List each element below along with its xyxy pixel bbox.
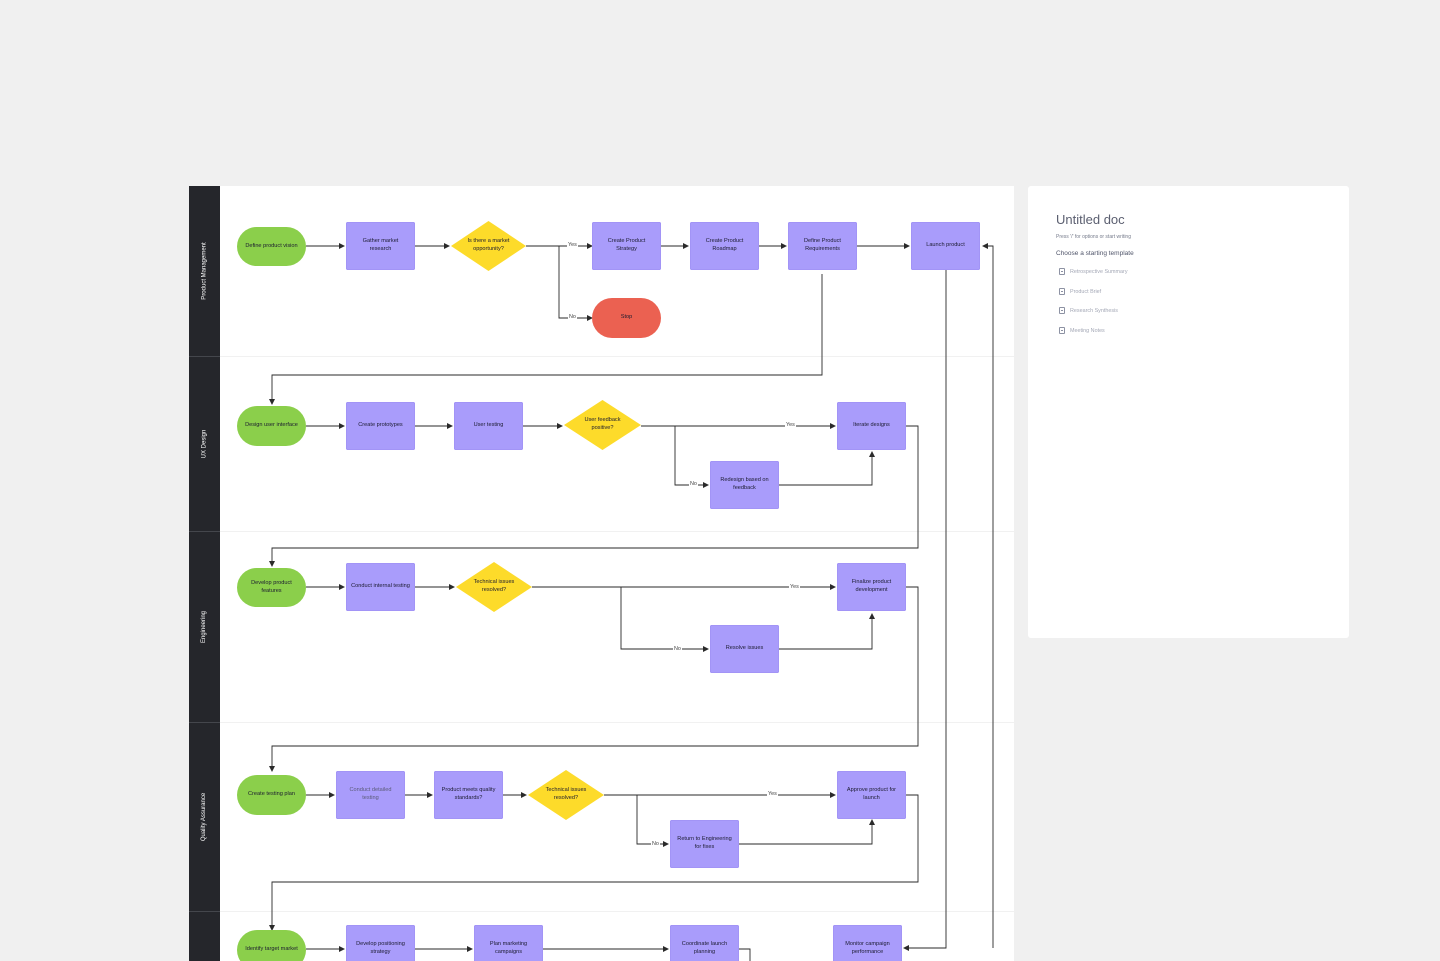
node-conduct-internal-testing[interactable]: Conduct internal testing [346,563,415,611]
document-icon [1059,268,1065,275]
template-label: Retrospective Summary [1070,268,1128,275]
node-product-meets-quality-standards[interactable]: Product meets quality standards? [434,771,503,819]
node-technical-issues-decision-engineering[interactable]: Technical issues resolved? [456,562,532,612]
edge-label-yes: Yes [567,242,578,249]
node-identify-target-market[interactable]: Identify target market [237,930,306,961]
node-market-opportunity-decision[interactable]: Is there a market opportunity? [451,221,526,271]
flowchart-canvas[interactable]: Product Management UX Design Engineering… [189,186,1014,961]
node-create-testing-plan[interactable]: Create testing plan [237,775,306,815]
edge-label-no: No [651,841,660,848]
node-define-product-vision[interactable]: Define product vision [237,227,306,266]
doc-hint: Press '/' for options or start writing [1056,234,1131,240]
document-icon [1059,288,1065,295]
lane-separator [220,722,1014,723]
doc-panel[interactable]: Untitled doc Press '/' for options or st… [1028,186,1349,638]
node-develop-product-features[interactable]: Develop product features [237,568,306,607]
edge-label-yes: Yes [767,791,778,798]
doc-title[interactable]: Untitled doc [1056,212,1125,227]
edge-label-yes: Yes [785,422,796,429]
lane-divider [189,722,220,723]
node-define-product-requirements[interactable]: Define Product Requirements [788,222,857,270]
template-research-synthesis[interactable]: Research Synthesis [1059,307,1118,314]
template-retrospective-summary[interactable]: Retrospective Summary [1059,268,1128,275]
node-user-testing[interactable]: User testing [454,402,523,450]
edge-label-no: No [689,481,698,488]
node-create-prototypes[interactable]: Create prototypes [346,402,415,450]
template-product-brief[interactable]: Product Brief [1059,288,1101,295]
node-redesign-based-on-feedback[interactable]: Redesign based on feedback [710,461,779,509]
document-icon [1059,307,1065,314]
node-create-product-strategy[interactable]: Create Product Strategy [592,222,661,270]
template-label: Meeting Notes [1070,327,1105,334]
node-monitor-campaign-performance[interactable]: Monitor campaign performance [833,925,902,961]
lane-divider [189,356,220,357]
edge-label-no: No [673,646,682,653]
node-develop-positioning-strategy[interactable]: Develop positioning strategy [346,925,415,961]
node-resolve-issues[interactable]: Resolve issues [710,625,779,673]
lane-separator [220,531,1014,532]
node-conduct-detailed-testing[interactable]: Conduct detailed testing [336,771,405,819]
node-iterate-designs[interactable]: Iterate designs [837,402,906,450]
connector-lines [269,243,994,961]
node-user-feedback-decision[interactable]: User feedback positive? [564,400,641,450]
template-label: Research Synthesis [1070,307,1118,314]
template-meeting-notes[interactable]: Meeting Notes [1059,327,1105,334]
node-stop[interactable]: Stop [592,298,661,338]
lane-separator [220,911,1014,912]
document-icon [1059,327,1065,334]
template-heading: Choose a starting template [1056,250,1134,257]
node-approve-product-for-launch[interactable]: Approve product for launch [837,771,906,819]
node-technical-issues-decision-qa[interactable]: Technical issues resolved? [528,770,604,820]
node-gather-market-research[interactable]: Gather market research [346,222,415,270]
node-plan-marketing-campaigns[interactable]: Plan marketing campaigns [474,925,543,961]
lane-divider [189,531,220,532]
edge-label-yes: Yes [789,584,800,591]
node-launch-product[interactable]: Launch product [911,222,980,270]
node-coordinate-launch-planning[interactable]: Coordinate launch planning [670,925,739,961]
swimlane-header-bar [189,186,220,961]
template-label: Product Brief [1070,288,1102,295]
lane-separator [220,356,1014,357]
node-design-user-interface[interactable]: Design user interface [237,406,306,446]
node-create-product-roadmap[interactable]: Create Product Roadmap [690,222,759,270]
lane-divider [189,911,220,912]
node-finalize-product-development[interactable]: Finalize product development [837,563,906,611]
edge-label-no: No [568,314,577,321]
node-return-to-engineering[interactable]: Return to Engineering for fixes [670,820,739,868]
